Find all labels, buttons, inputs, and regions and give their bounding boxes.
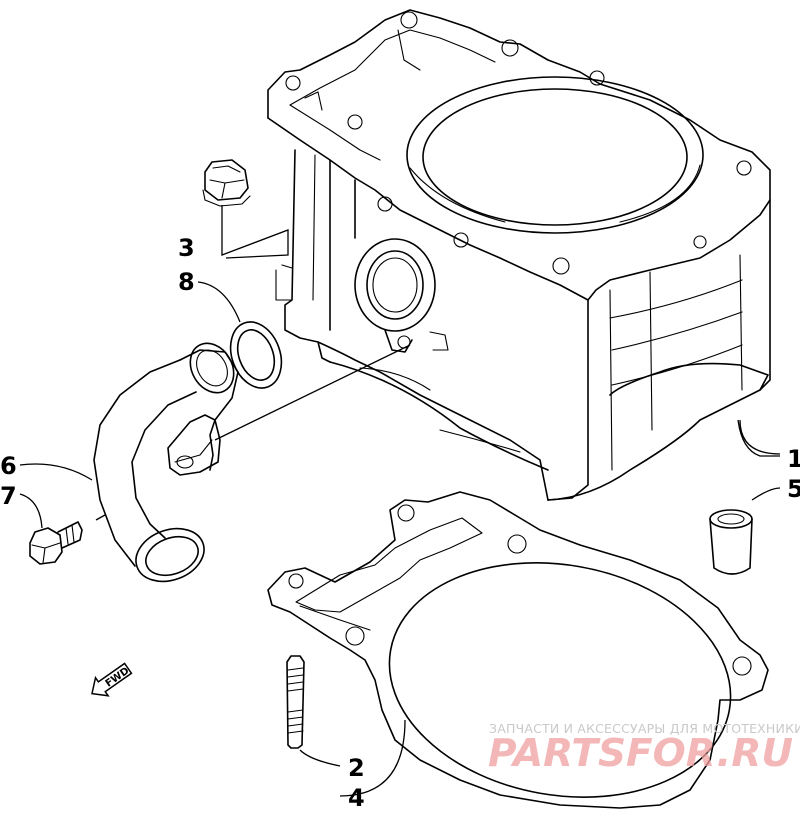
callout-1: 1: [787, 445, 800, 473]
o-ring: [229, 321, 283, 389]
base-gasket: [267, 491, 769, 809]
callout-4: 4: [348, 784, 365, 812]
dowel-pin: [709, 509, 753, 575]
cylinder-block: [267, 9, 771, 501]
forward-arrow-icon: FWD: [91, 662, 133, 697]
stud: [286, 655, 305, 749]
flange-nut: [202, 159, 251, 207]
callout-5: 5: [787, 475, 800, 503]
callout-6: 6: [0, 452, 17, 480]
callout-3: 3: [178, 234, 195, 262]
watermark-tagline: ЗАПЧАСТИ И АКСЕССУАРЫ ДЛЯ МОТОТЕХНИКИ: [489, 721, 800, 736]
hex-bolt: [29, 521, 83, 565]
callout-8: 8: [178, 268, 195, 296]
watermark-logo: PARTSFOR.RU: [488, 731, 793, 775]
callout-7: 7: [0, 482, 17, 510]
callout-2: 2: [348, 754, 365, 782]
water-outlet-elbow: [93, 342, 239, 583]
